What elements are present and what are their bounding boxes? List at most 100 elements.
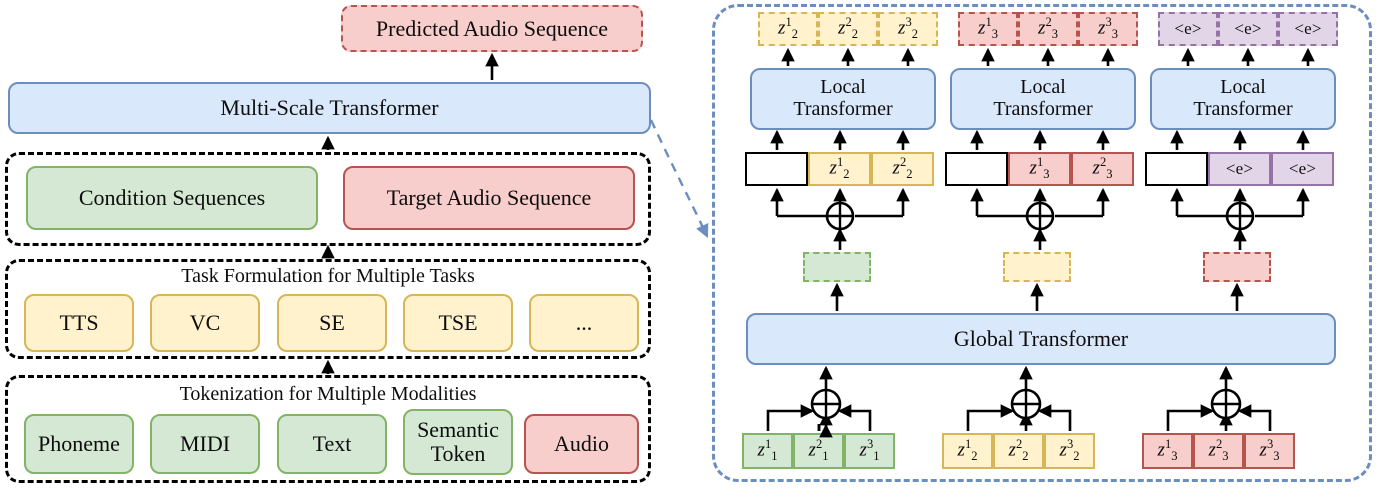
token-label: z31 [859, 437, 880, 464]
token-cell: z12 [758, 12, 818, 46]
modality-item-phoneme: Phoneme [24, 414, 134, 474]
multi-scale-transformer-label: Multi-Scale Transformer [220, 95, 439, 121]
token-label: z22 [1008, 437, 1029, 464]
col2-output-tokens: z13 z23 z33 [958, 12, 1138, 46]
token-cell: z23 [1193, 433, 1244, 469]
task-item-tts-label: TTS [59, 310, 99, 336]
token-cell: z12 [808, 152, 871, 186]
condition-sequences-label: Condition Sequences [78, 185, 266, 211]
token-label: z22 [838, 15, 858, 42]
token-label: <e> [1225, 159, 1254, 178]
token-label: z13 [1029, 155, 1050, 182]
task-item-vc: VC [150, 294, 260, 352]
token-cell: z22 [993, 433, 1044, 469]
bottom-sequence-2: z12 z22 z32 [942, 433, 1095, 469]
global-transformer-label: Global Transformer [953, 326, 1129, 352]
bottom-sequence-3: z13 z23 z33 [1142, 433, 1295, 469]
task-item-tse: TSE [403, 294, 513, 352]
token-label: <e> [1288, 159, 1317, 178]
local-transformer-label-line2: Transformer [1193, 98, 1293, 120]
local-transformer-label-line2: Transformer [993, 98, 1093, 120]
task-item-tts: TTS [24, 294, 134, 352]
col1-output-tokens: z12 z22 z32 [758, 12, 938, 46]
token-label: z23 [1208, 437, 1229, 464]
col1-input-tokens: z12 z22 [745, 152, 934, 186]
token-cell: z33 [1078, 12, 1138, 46]
target-audio-sequence-label: Target Audio Sequence [386, 185, 592, 211]
multi-scale-transformer-box: Multi-Scale Transformer [8, 82, 651, 134]
zoom-in-connector-arrow [649, 119, 709, 238]
token-cell: z23 [1018, 12, 1078, 46]
token-cell: z33 [1244, 433, 1295, 469]
token-cell: <e> [1278, 12, 1338, 46]
local-transformer-label-line1: Local [1220, 76, 1266, 99]
token-cell: <e> [1218, 12, 1278, 46]
predicted-audio-sequence-label: Predicted Audio Sequence [375, 15, 609, 41]
token-cell: <e> [1271, 152, 1334, 186]
col2-hidden-state-box [1003, 252, 1071, 282]
task-item-vc-label: VC [189, 310, 221, 336]
token-cell: z13 [958, 12, 1018, 46]
task-item-tse-label: TSE [438, 310, 478, 336]
token-label: <e> [1234, 19, 1262, 38]
token-label: z11 [757, 437, 778, 464]
token-cell: <e> [1158, 12, 1218, 46]
token-label: <e> [1174, 19, 1202, 38]
modality-item-semantic-token: Semantic Token [403, 409, 513, 475]
col3-output-tokens: <e> <e> <e> [1158, 12, 1338, 46]
modality-item-audio: Audio [524, 414, 639, 474]
task-item-se-label: SE [319, 310, 345, 336]
token-cell: z13 [1142, 433, 1193, 469]
token-label: z23 [1038, 15, 1058, 42]
task-item-se: SE [277, 294, 387, 352]
col1-hidden-state-box [803, 252, 871, 282]
tokenization-title: Tokenization for Multiple Modalities [179, 383, 477, 405]
global-transformer-box: Global Transformer [746, 313, 1336, 365]
token-cell: z32 [1044, 433, 1095, 469]
token-cell-blank [945, 152, 1008, 186]
modality-item-audio-label: Audio [554, 431, 609, 457]
token-cell: z32 [878, 12, 938, 46]
token-cell: z13 [1008, 152, 1071, 186]
token-cell: z22 [818, 12, 878, 46]
predicted-audio-sequence-box: Predicted Audio Sequence [341, 5, 643, 52]
token-cell: z31 [844, 433, 895, 469]
task-formulation-title: Task Formulation for Multiple Tasks [181, 265, 475, 287]
token-label: z13 [1157, 437, 1178, 464]
token-label: z12 [957, 437, 978, 464]
modality-item-midi-label: MIDI [179, 431, 231, 457]
col2-input-tokens: z13 z23 [945, 152, 1134, 186]
token-cell: z23 [1071, 152, 1134, 186]
token-label: z32 [898, 15, 918, 42]
token-cell-blank [745, 152, 808, 186]
local-transformer-label-line1: Local [1020, 76, 1066, 99]
local-transformer-label-line1: Local [820, 76, 866, 99]
col3-hidden-state-box [1203, 252, 1271, 282]
token-cell: z21 [793, 433, 844, 469]
token-cell: <e> [1208, 152, 1271, 186]
task-item-more-label: ... [575, 310, 593, 336]
local-transformer-box-2: Local Transformer [950, 68, 1136, 130]
col3-input-tokens: <e> <e> [1145, 152, 1334, 186]
token-label: z12 [778, 15, 798, 42]
condition-sequences-box: Condition Sequences [26, 166, 318, 230]
target-audio-sequence-box: Target Audio Sequence [343, 166, 635, 230]
token-label: <e> [1294, 19, 1322, 38]
task-item-more: ... [529, 294, 639, 352]
token-label: z22 [892, 155, 913, 182]
modality-item-semantic-token-label: Semantic Token [417, 417, 499, 466]
local-transformer-box-3: Local Transformer [1150, 68, 1336, 130]
token-cell: z22 [871, 152, 934, 186]
token-cell: z12 [942, 433, 993, 469]
modality-item-midi: MIDI [150, 414, 260, 474]
modality-item-phoneme-label: Phoneme [38, 431, 120, 457]
token-label: z13 [978, 15, 998, 42]
token-label: z32 [1059, 437, 1080, 464]
token-cell: z11 [742, 433, 793, 469]
local-transformer-box-1: Local Transformer [750, 68, 936, 130]
token-label: z33 [1098, 15, 1118, 42]
modality-item-text-label: Text [312, 431, 352, 457]
token-label: z23 [1092, 155, 1113, 182]
token-cell-blank [1145, 152, 1208, 186]
